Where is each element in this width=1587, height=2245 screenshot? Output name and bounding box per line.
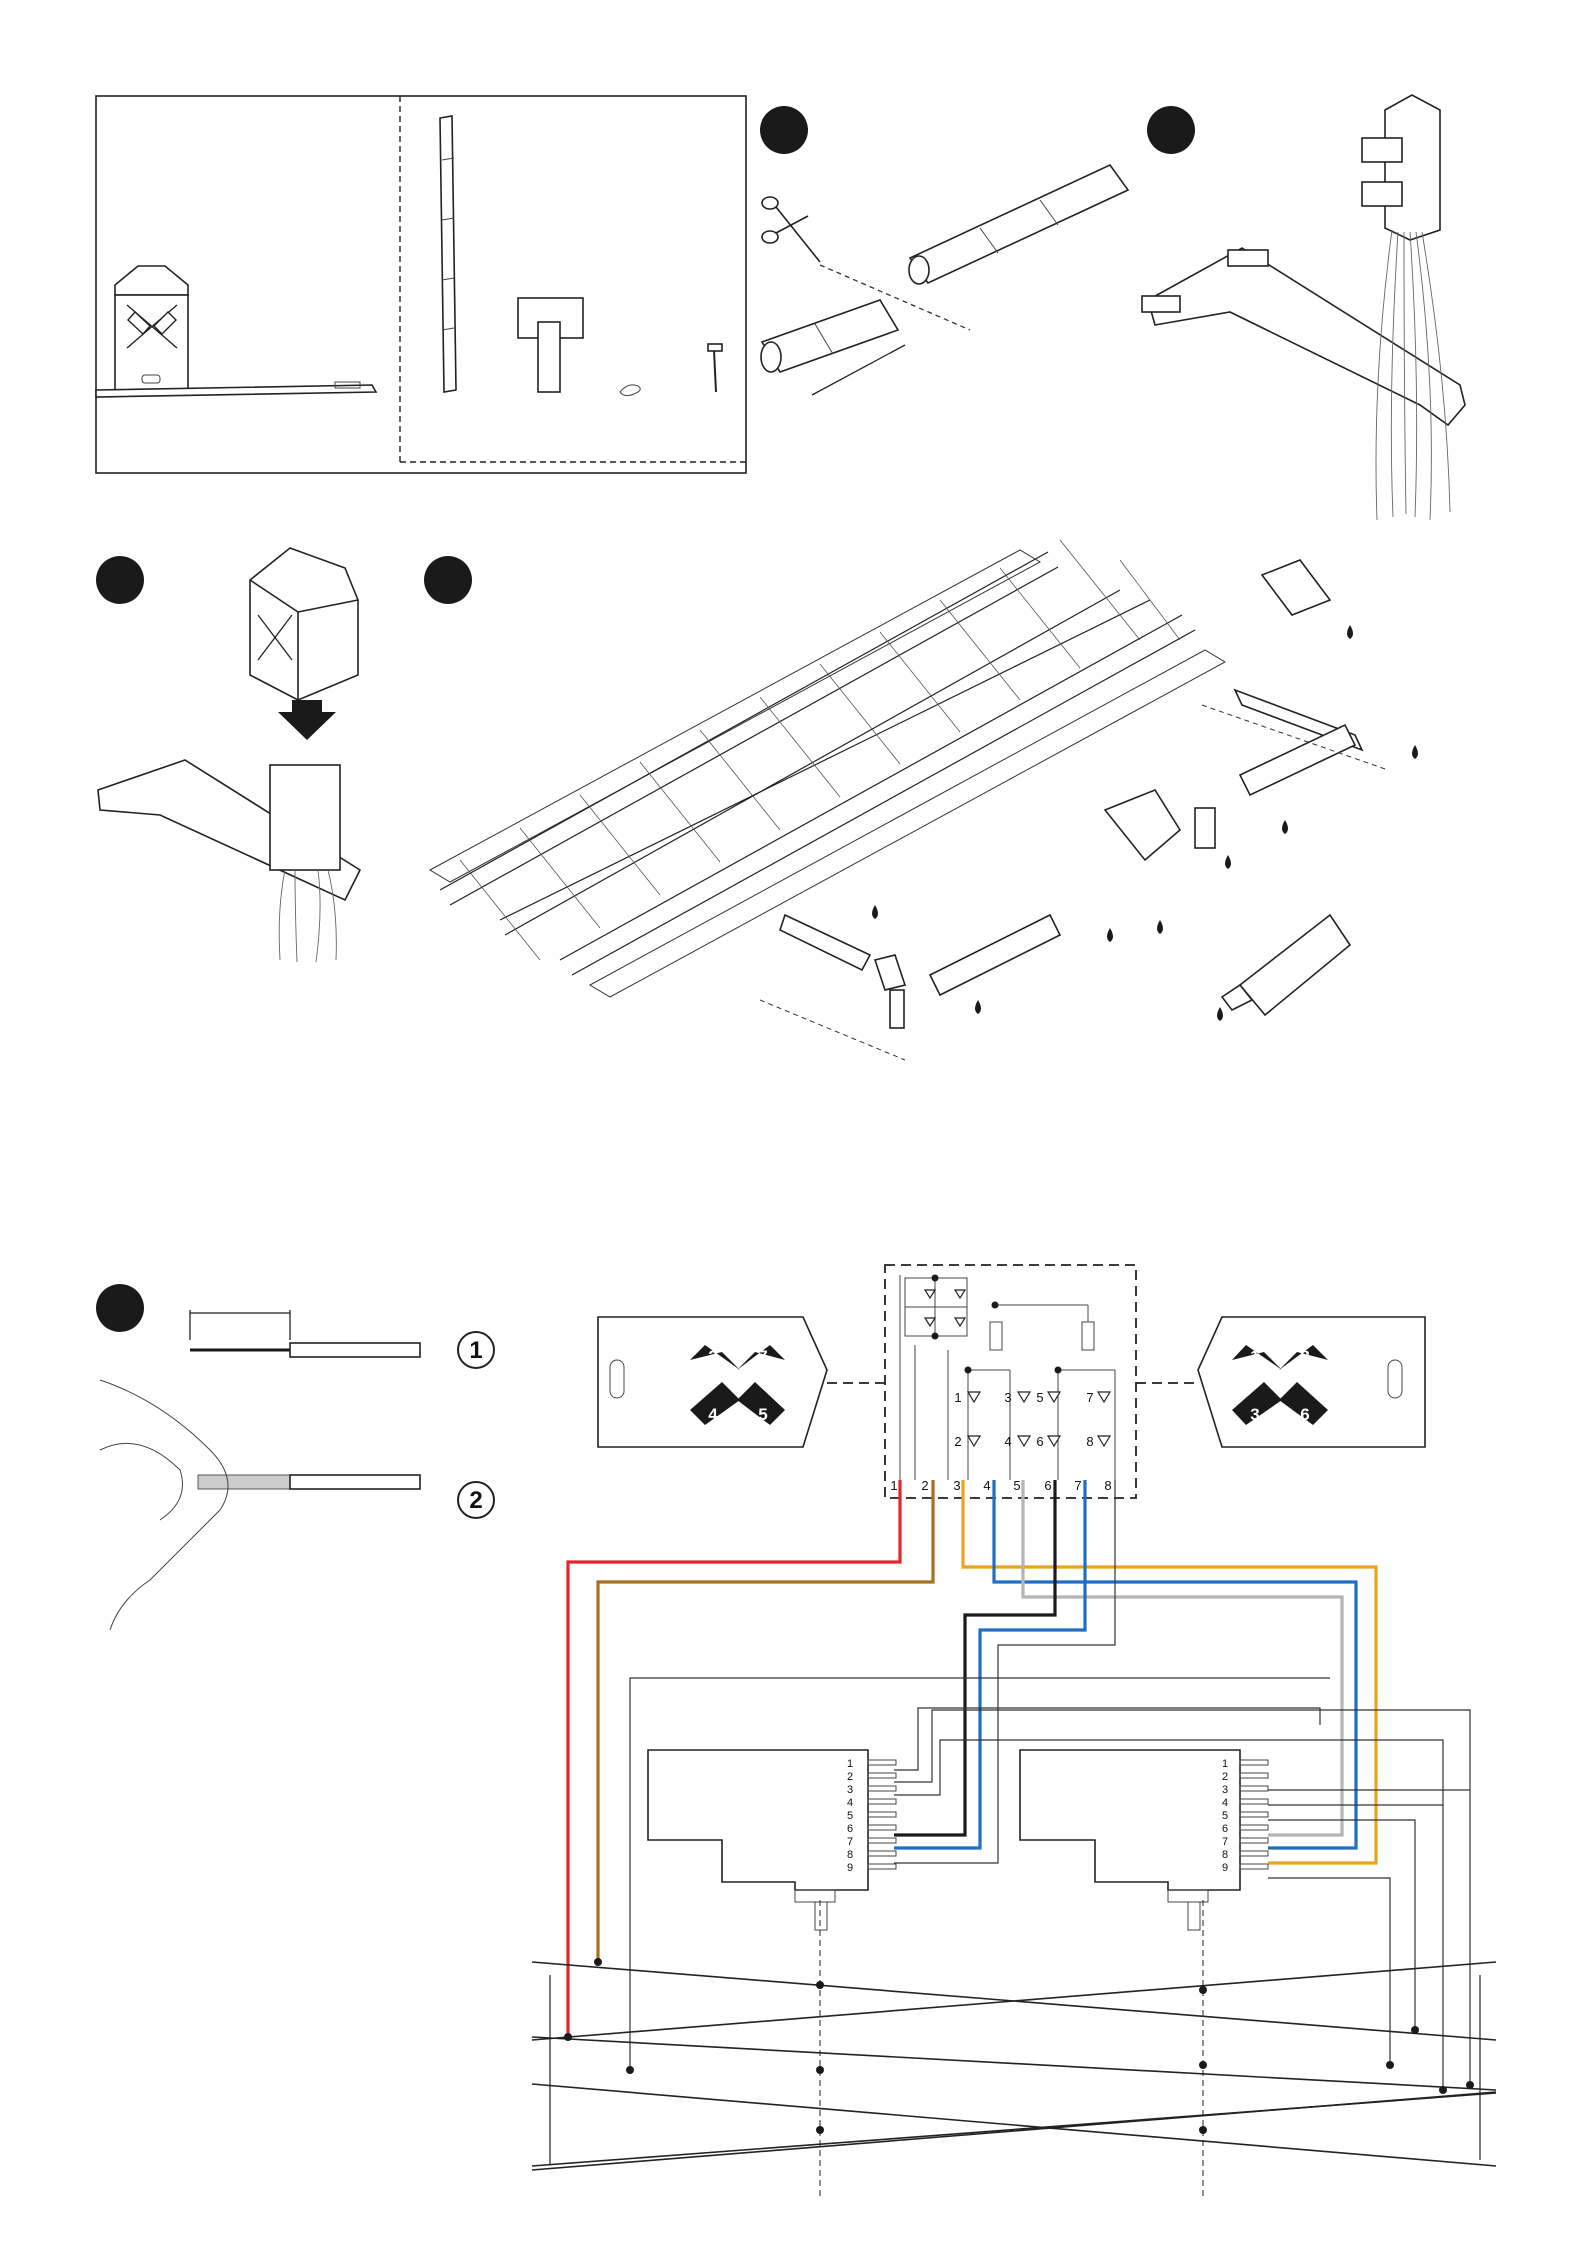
step-circle bbox=[96, 556, 144, 604]
lantern-assembly-right bbox=[1105, 560, 1362, 860]
circuit-pin-label: 3 bbox=[953, 1478, 960, 1493]
circuit-pin-label: 8 bbox=[1104, 1478, 1111, 1493]
decoder-left-pin: 1 bbox=[847, 1758, 853, 1770]
sign-right-number: 8 bbox=[1300, 1347, 1309, 1366]
decoder-left-pin: 9 bbox=[847, 1862, 853, 1874]
diode-label: 4 bbox=[1004, 1434, 1011, 1449]
track-schematic bbox=[532, 1900, 1496, 2200]
circuit-pin-label: 1 bbox=[890, 1478, 897, 1493]
mast-part bbox=[440, 116, 456, 392]
pin-part bbox=[708, 344, 722, 392]
tube-short bbox=[761, 300, 905, 395]
decoder-left-pin: 4 bbox=[847, 1797, 853, 1809]
decoder-left-pin: 7 bbox=[847, 1836, 853, 1848]
circuit-pin-label: 7 bbox=[1074, 1478, 1081, 1493]
sign-right-number: 6 bbox=[1300, 1405, 1309, 1424]
sign-right bbox=[1198, 1317, 1425, 1447]
signal-housing-part bbox=[96, 266, 376, 397]
circuit-pin-label: 2 bbox=[921, 1478, 928, 1493]
base-plate-assembly bbox=[1142, 95, 1465, 520]
sign-left-number: 4 bbox=[708, 1405, 718, 1424]
diode-label: 5 bbox=[1036, 1390, 1043, 1405]
step-circle bbox=[424, 556, 472, 604]
sign-left-number: 5 bbox=[758, 1405, 767, 1424]
spring-part bbox=[620, 385, 640, 396]
down-arrow-icon bbox=[278, 700, 336, 740]
decoder-left-pin: 8 bbox=[847, 1849, 853, 1861]
sign-left-number: 2 bbox=[708, 1347, 717, 1366]
decoder-right-pin: 2 bbox=[1222, 1771, 1228, 1783]
housing-mounted bbox=[98, 548, 360, 962]
parts-box bbox=[96, 96, 746, 473]
decoder-right-pin: 6 bbox=[1222, 1823, 1228, 1835]
decoder-right-pin: 8 bbox=[1222, 1849, 1228, 1861]
circuit-pin-label: 4 bbox=[983, 1478, 990, 1493]
diode-label: 3 bbox=[1004, 1390, 1011, 1405]
step-circle bbox=[1147, 106, 1195, 154]
lantern-assembly-left bbox=[780, 915, 1060, 1028]
step-circle bbox=[760, 106, 808, 154]
decoder-left-pin: 5 bbox=[847, 1810, 853, 1822]
decoder-left-pin: 2 bbox=[847, 1771, 853, 1783]
diode-label: 8 bbox=[1086, 1434, 1093, 1449]
decoder-right-pin: 1 bbox=[1222, 1758, 1228, 1770]
strip-step-number: 2 bbox=[469, 1487, 482, 1514]
decoder-right-pin: 7 bbox=[1222, 1836, 1228, 1848]
sign-left bbox=[598, 1317, 827, 1447]
diode-label: 7 bbox=[1086, 1390, 1093, 1405]
tube-long bbox=[909, 165, 1128, 284]
wire-brown bbox=[598, 1480, 933, 1962]
decoder-left-pin: 3 bbox=[847, 1784, 853, 1796]
bracket-part bbox=[518, 298, 583, 392]
decoder-right-pin: 5 bbox=[1222, 1810, 1228, 1822]
sign-right-number: 1 bbox=[1250, 1347, 1259, 1366]
decoder-right-pin: 4 bbox=[1222, 1797, 1228, 1809]
double-slip-track bbox=[430, 540, 1225, 997]
wire-strip-diagram bbox=[100, 1310, 420, 1630]
decoder-right-pin: 9 bbox=[1222, 1862, 1228, 1874]
sign-left-number: 7 bbox=[758, 1347, 767, 1366]
led-circuit bbox=[885, 1265, 1136, 1498]
diode-label: 1 bbox=[954, 1390, 961, 1405]
diode-label: 6 bbox=[1036, 1434, 1043, 1449]
hand-icon bbox=[100, 1380, 228, 1630]
scissors-icon bbox=[762, 197, 820, 262]
circuit-pin-label: 5 bbox=[1013, 1478, 1020, 1493]
decoder-right bbox=[1020, 1750, 1268, 1930]
decoder-right-pin: 3 bbox=[1222, 1784, 1228, 1796]
glue-tube-icon bbox=[1222, 915, 1350, 1015]
strip-step-number: 1 bbox=[469, 1337, 482, 1364]
sign-right-number: 3 bbox=[1250, 1405, 1259, 1424]
diode-label: 2 bbox=[954, 1434, 961, 1449]
circuit-pin-label: 6 bbox=[1044, 1478, 1051, 1493]
decoder-left-pin: 6 bbox=[847, 1823, 853, 1835]
decoder-left bbox=[648, 1750, 896, 1930]
step-circle bbox=[96, 1284, 144, 1332]
